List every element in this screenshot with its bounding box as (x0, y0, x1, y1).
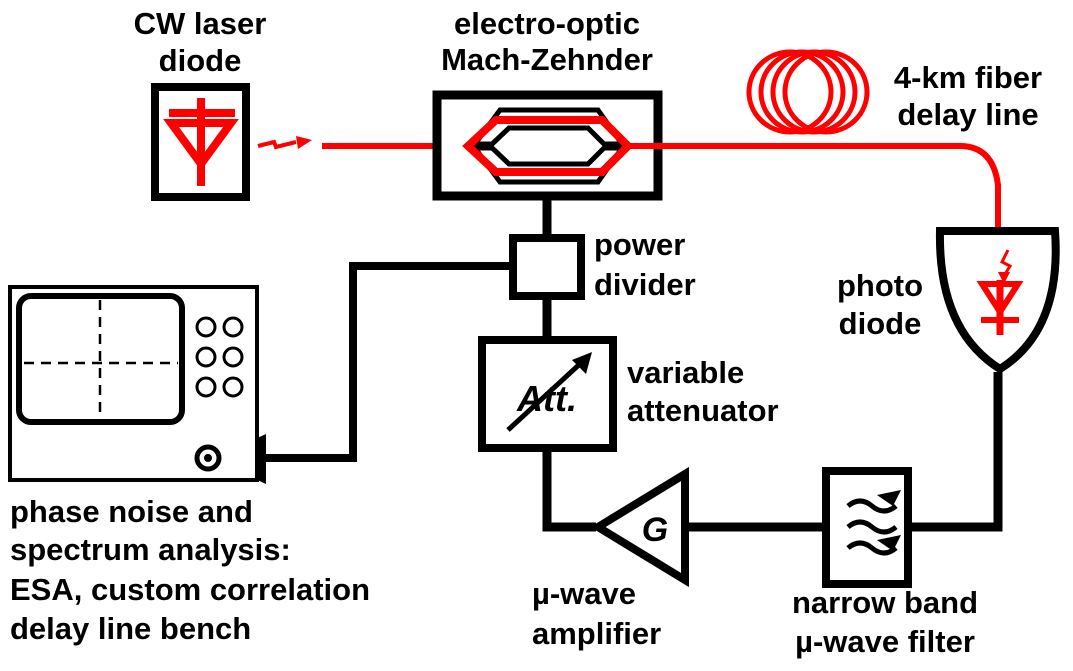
microwave-filter (822, 467, 912, 588)
analysis-label-line3: ESA, custom correlation (10, 572, 370, 607)
analysis-label-line1: phase noise and (10, 494, 253, 529)
divider-label-line2: divider (594, 267, 696, 302)
variable-attenuator: Att. (478, 336, 617, 452)
emission-arrow-icon (257, 136, 312, 150)
divider-label-line1: power (594, 227, 685, 262)
fiber-label-line1: 4-km fiber (894, 60, 1042, 95)
att-label-line1: variable (627, 355, 744, 390)
photodiode-icon (976, 249, 1024, 335)
fiber-coil-icon (746, 49, 870, 135)
amplifier-symbol: G (642, 511, 668, 549)
analysis-label-line2: spectrum analysis: (10, 532, 291, 567)
power-divider (509, 234, 585, 300)
analysis-label-line4: delay line bench (10, 611, 251, 646)
amp-label-line2: amplifier (532, 616, 661, 651)
fiber-label-line2: delay line (897, 97, 1038, 132)
knob-icons (195, 316, 244, 398)
mzm-label-line1: electro-optic (454, 6, 640, 41)
mach-zehnder-modulator (432, 90, 663, 201)
diode-icon (163, 98, 239, 186)
filter-waves-icon (846, 498, 898, 556)
photo-label-line2: diode (839, 306, 922, 341)
photo-label-line1: photo (837, 268, 923, 303)
laser-diode (151, 83, 250, 201)
spectrum-analyzer (8, 285, 259, 482)
microwave-amplifier: G (590, 466, 689, 588)
laser-label-line1: CW laser (134, 6, 267, 41)
input-connector-icon (194, 444, 222, 472)
amp-label-line1: µ-wave (532, 576, 636, 611)
filter-label-line1: narrow band (792, 585, 978, 620)
adjust-arrow-icon (506, 352, 592, 432)
att-label-line2: attenuator (627, 393, 779, 428)
photodiode (935, 227, 1060, 374)
fiber-path (628, 143, 1001, 228)
mzm-label-line2: Mach-Zehnder (441, 42, 653, 77)
filter-label-line2: µ-wave filter (795, 624, 975, 659)
laser-label-line2: diode (159, 43, 242, 78)
